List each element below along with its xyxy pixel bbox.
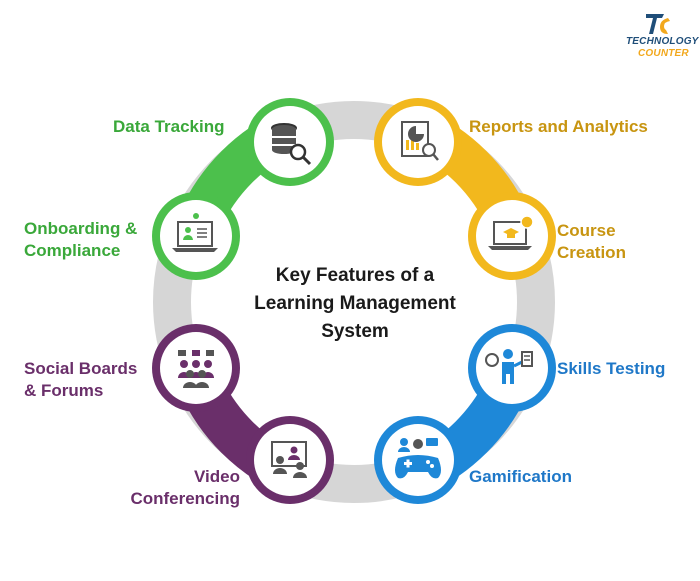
label-skills-testing: Skills Testing [557,358,665,380]
title-line-2: Learning Management [254,293,456,314]
label-gamification: Gamification [469,466,572,488]
label-data-tracking-line-1: Data Tracking [113,117,225,136]
title-line-3: System [321,321,389,342]
person-brain-icon [485,349,533,384]
label-course-creation-line-1: Course [557,221,616,240]
node-onboarding [152,192,240,280]
node-course-creation [468,192,556,280]
label-data-tracking: Data Tracking [113,116,225,138]
technology-counter-logo: TECHNOLOGY COUNTER [622,12,698,62]
label-video-conferencing-line-1: Video [194,467,240,486]
node-skills-testing [468,324,556,412]
label-reports-analytics-line-1: Reports and Analytics [469,117,648,136]
node-gamification [374,416,462,504]
node-reports-analytics [374,98,462,186]
node-data-tracking [246,98,334,186]
label-skills-testing-line-1: Skills Testing [557,359,666,378]
group-chat-icon [178,350,214,388]
database-search-icon [271,123,312,166]
report-chart-icon [401,121,439,161]
label-social-boards: Social Boards & Forums [24,358,137,402]
gray-ring [153,101,555,503]
video-conference-icon [271,441,307,478]
label-video-conferencing-line-2: Conferencing [130,489,240,508]
label-onboarding: Onboarding & Compliance [24,218,137,262]
label-social-boards-line-2: & Forums [24,381,104,400]
label-gamification-line-1: Gamification [469,467,572,486]
laptop-presentation-icon [172,213,218,252]
label-course-creation-line-2: Creation [557,243,626,262]
gamepad-icon [395,438,441,479]
label-reports-analytics: Reports and Analytics [469,116,648,138]
title-line-1: Key Features of a [275,265,435,286]
logo-line-1: TECHNOLOGY [626,36,699,47]
label-video-conferencing: Video Conferencing [112,466,240,510]
label-onboarding-line-1: Onboarding & [24,219,138,238]
logo-line-2: COUNTER [638,48,689,59]
laptop-graduation-icon [488,215,534,250]
center-disk [204,152,504,452]
diagram-title: Key Features of a Learning Management Sy… [220,262,490,346]
node-social-boards [152,324,240,412]
label-social-boards-line-1: Social Boards [24,359,138,378]
tc-monogram-icon [646,14,670,34]
label-onboarding-line-2: Compliance [24,241,121,260]
label-course-creation: Course Creation [557,220,626,264]
node-video-conferencing [246,416,334,504]
